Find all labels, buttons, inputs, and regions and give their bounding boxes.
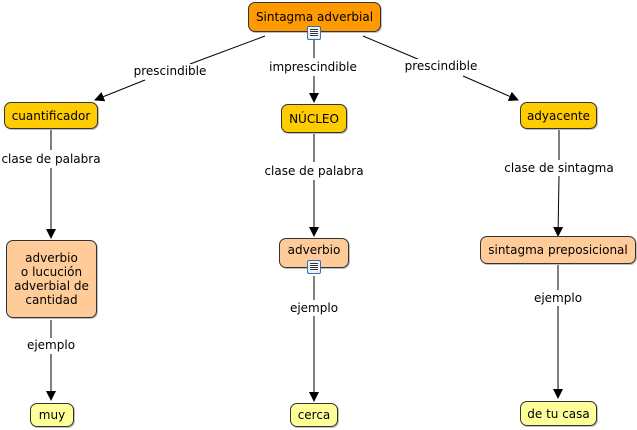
concept-label: adverbio — [287, 243, 341, 257]
line-root-prescindible-right — [362, 35, 421, 61]
document-icon[interactable] — [307, 260, 321, 274]
concept-cerca[interactable]: cerca — [290, 403, 338, 427]
linking-phrase-ejemplo[interactable]: ejemplo — [531, 291, 585, 305]
linking-phrase-prescindible[interactable]: prescindible — [402, 59, 480, 73]
linking-phrase-clase-de-palabra[interactable]: clase de palabra — [262, 164, 366, 178]
line-prescindible-left-cuantificador — [94, 79, 146, 102]
concept-nucleo[interactable]: NÚCLEO — [281, 104, 347, 133]
concept-label: muy — [38, 408, 66, 422]
concept-adverbio-cantidad[interactable]: adverbio o lucución adverbial de cantida… — [6, 240, 97, 318]
concept-label: adyacente — [526, 108, 591, 123]
line-prescindible-right-adyacente — [462, 75, 519, 101]
concept-label: Sintagma adverbial — [255, 10, 374, 24]
concept-label: cerca — [297, 408, 331, 422]
concept-de-tu-casa[interactable]: de tu casa — [520, 401, 597, 426]
concept-muy[interactable]: muy — [30, 403, 74, 427]
concept-adverbio[interactable]: adverbio — [279, 238, 349, 268]
document-icon[interactable] — [307, 26, 321, 40]
linking-phrase-imprescindible[interactable]: imprescindible — [267, 60, 359, 74]
line-root-prescindible-left — [189, 35, 266, 65]
concept-label: NÚCLEO — [289, 111, 339, 126]
concept-label: adverbio o lucución adverbial de cantida… — [14, 251, 89, 307]
linking-phrase-prescindible[interactable]: prescindible — [131, 64, 209, 78]
concept-label: cuantificador — [11, 108, 91, 123]
concept-sintagma-preposicional[interactable]: sintagma preposicional — [480, 236, 636, 264]
concept-cuantificador[interactable]: cuantificador — [4, 102, 98, 129]
linking-phrase-clase-de-sintagma[interactable]: clase de sintagma — [502, 161, 616, 175]
linking-phrase-clase-de-palabra[interactable]: clase de palabra — [0, 152, 103, 166]
concept-label: de tu casa — [527, 406, 590, 421]
concept-label: sintagma preposicional — [488, 243, 628, 257]
linking-phrase-ejemplo[interactable]: ejemplo — [24, 338, 78, 352]
concept-adyacente[interactable]: adyacente — [520, 102, 597, 129]
linking-phrase-ejemplo[interactable]: ejemplo — [287, 301, 341, 315]
